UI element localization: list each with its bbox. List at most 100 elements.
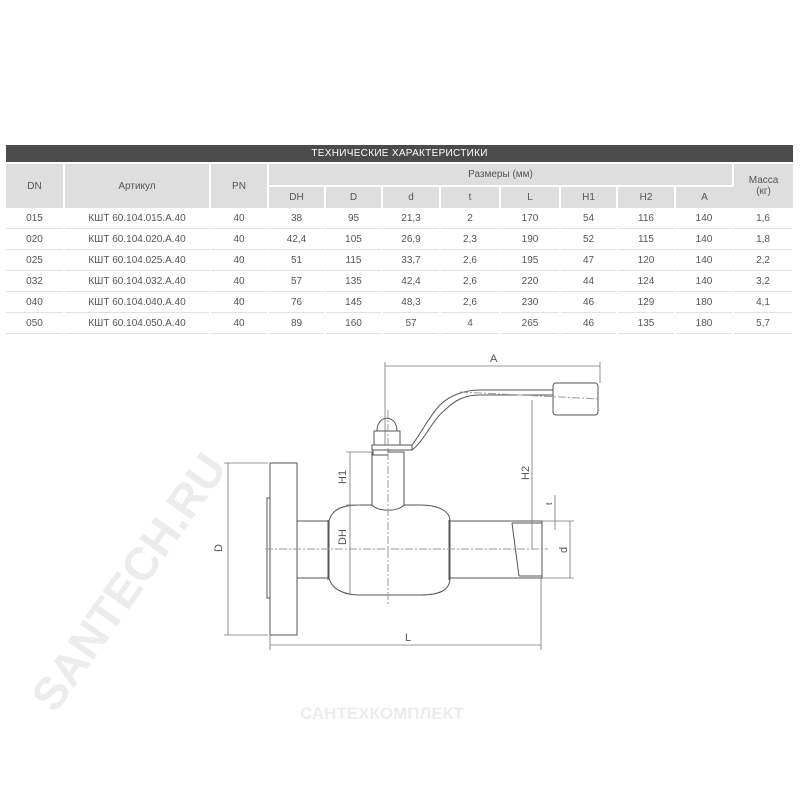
table-cell: 2,2 bbox=[733, 249, 795, 271]
table-cell: 40 bbox=[210, 312, 269, 334]
table-cell: 42,4 bbox=[268, 228, 326, 250]
header-d-1: D bbox=[325, 185, 383, 208]
table-cell: 140 bbox=[675, 270, 734, 292]
header-mass-line2: (кг) bbox=[756, 186, 771, 197]
table-cell: 40 bbox=[210, 291, 269, 313]
dim-label-t: t bbox=[544, 502, 554, 505]
table-cell: 230 bbox=[500, 291, 561, 313]
table-cell: 2,3 bbox=[440, 228, 501, 250]
table-cell: 2,6 bbox=[440, 249, 501, 271]
table-cell: 38 bbox=[268, 208, 326, 229]
header-h2-6: H2 bbox=[617, 185, 676, 208]
dim-label-a: A bbox=[490, 353, 498, 365]
table-cell: 89 bbox=[268, 312, 326, 334]
table-cell: 40 bbox=[210, 270, 269, 292]
table-cell: КШТ 60.104.032.А.40 bbox=[64, 270, 211, 292]
table-cell: 140 bbox=[675, 208, 734, 229]
table-cell: 2,6 bbox=[440, 291, 501, 313]
table-cell: 57 bbox=[268, 270, 326, 292]
table-cell: 265 bbox=[500, 312, 561, 334]
dim-label-d-pipe: d bbox=[558, 547, 570, 553]
dimension-lines bbox=[224, 362, 601, 650]
table-cell: 050 bbox=[6, 312, 65, 334]
header-dimensions: Размеры (мм) bbox=[268, 162, 734, 186]
table-cell: 40 bbox=[210, 249, 269, 271]
header-pn: PN bbox=[210, 162, 269, 208]
table-cell: КШТ 60.104.025.А.40 bbox=[64, 249, 211, 271]
table-cell: 40 bbox=[210, 208, 269, 229]
table-cell: 40 bbox=[210, 228, 269, 250]
table-cell: 42,4 bbox=[382, 270, 441, 292]
table-cell: 47 bbox=[560, 249, 618, 271]
dim-label-d-flange: D bbox=[213, 544, 225, 552]
table-cell: 57 bbox=[382, 312, 441, 334]
table-cell: КШТ 60.104.015.А.40 bbox=[64, 208, 211, 229]
centerlines bbox=[265, 391, 601, 605]
table-cell: 2 bbox=[440, 208, 501, 229]
header-t-3: t bbox=[440, 185, 501, 208]
header-a-7: A bbox=[675, 185, 733, 208]
table-cell: 032 bbox=[6, 270, 65, 292]
table-cell: 135 bbox=[325, 270, 383, 292]
table-cell: 160 bbox=[325, 312, 383, 334]
header-l-4: L bbox=[500, 185, 561, 208]
table-cell: 140 bbox=[675, 228, 734, 250]
table-cell: 015 bbox=[6, 208, 65, 229]
table-cell: 52 bbox=[560, 228, 618, 250]
table-cell: 040 bbox=[6, 291, 65, 313]
table-cell: 4 bbox=[440, 312, 501, 334]
header-mass-line1: Масса bbox=[748, 175, 779, 186]
header-article: Артикул bbox=[64, 162, 211, 208]
table-cell: 51 bbox=[268, 249, 326, 271]
table-cell: 170 bbox=[500, 208, 561, 229]
header-h1-5: H1 bbox=[560, 185, 618, 208]
valve-body bbox=[266, 451, 543, 636]
table-cell: 116 bbox=[617, 208, 676, 229]
table-cell: 76 bbox=[268, 291, 326, 313]
table-cell: КШТ 60.104.040.А.40 bbox=[64, 291, 211, 313]
spec-table: ТЕХНИЧЕСКИЕ ХАРАКТЕРИСТИКИ DN Артикул PN… bbox=[6, 145, 795, 334]
table-cell: 129 bbox=[617, 291, 676, 313]
table-cell: 180 bbox=[675, 312, 734, 334]
table-cell: 26,9 bbox=[382, 228, 441, 250]
table-cell: 135 bbox=[617, 312, 676, 334]
table-cell: 95 bbox=[325, 208, 383, 229]
header-dh-0: DH bbox=[268, 185, 326, 208]
header-mass: Масса(кг) bbox=[733, 162, 794, 208]
handle bbox=[371, 382, 599, 456]
table-cell: 115 bbox=[617, 228, 676, 250]
table-cell: 44 bbox=[560, 270, 618, 292]
table-cell: 5,7 bbox=[733, 312, 795, 334]
table-cell: 180 bbox=[675, 291, 734, 313]
table-cell: 140 bbox=[675, 249, 734, 271]
table-cell: КШТ 60.104.050.А.40 bbox=[64, 312, 211, 334]
table-cell: 33,7 bbox=[382, 249, 441, 271]
dim-label-h1: H1 bbox=[337, 470, 349, 484]
header-dn: DN bbox=[6, 162, 65, 208]
table-cell: 46 bbox=[560, 312, 618, 334]
dim-label-l: L bbox=[405, 632, 411, 644]
table-cell: 195 bbox=[500, 249, 561, 271]
table-cell: 124 bbox=[617, 270, 676, 292]
table-cell: 46 bbox=[560, 291, 618, 313]
dim-label-h2: H2 bbox=[520, 466, 532, 480]
dim-label-dh: DH bbox=[337, 529, 349, 545]
table-cell: 220 bbox=[500, 270, 561, 292]
table-cell: 025 bbox=[6, 249, 65, 271]
table-cell: 2,6 bbox=[440, 270, 501, 292]
table-cell: 1,8 bbox=[733, 228, 795, 250]
table-cell: 4,1 bbox=[733, 291, 795, 313]
watermark-bottom: САНТЕХКОМПЛЕКТ bbox=[300, 704, 464, 723]
table-cell: 54 bbox=[560, 208, 618, 229]
table-title: ТЕХНИЧЕСКИЕ ХАРАКТЕРИСТИКИ bbox=[6, 145, 794, 163]
table-cell: 1,6 bbox=[733, 208, 795, 229]
table-cell: 21,3 bbox=[382, 208, 441, 229]
table-cell: 120 bbox=[617, 249, 676, 271]
